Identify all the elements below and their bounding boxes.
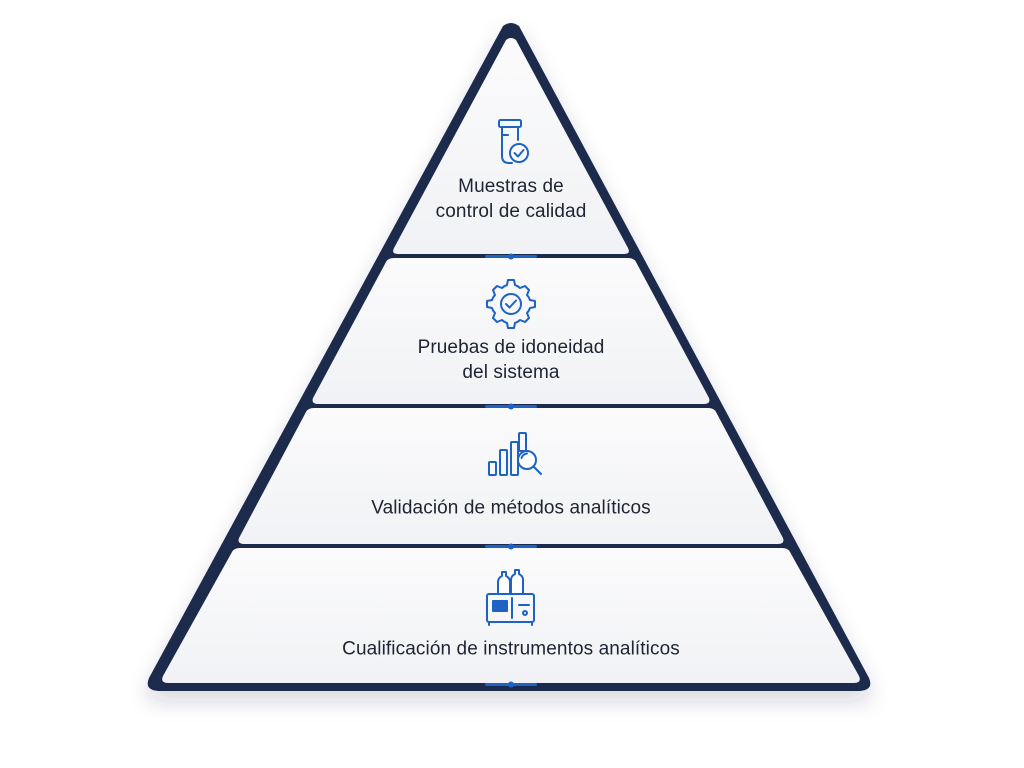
chart-magnifier-icon bbox=[488, 432, 542, 476]
lab-instrument-icon bbox=[486, 569, 535, 626]
tier-2-label: Pruebas de idoneidad del sistema bbox=[418, 335, 605, 385]
gear-check-icon bbox=[486, 279, 536, 329]
tier-1-label-line-2: control de calidad bbox=[435, 201, 587, 222]
tier-2-label-line-2: del sistema bbox=[462, 362, 560, 383]
tier-3-label: Validación de métodos analíticos bbox=[371, 496, 651, 521]
tier-1-label: Muestras de control de calidad bbox=[436, 174, 587, 224]
tier-1-panel bbox=[393, 38, 629, 254]
tier-connectors bbox=[485, 253, 537, 688]
tier-4-label: Cualificación de instrumentos analíticos bbox=[342, 637, 680, 662]
tier-3-panel bbox=[238, 408, 784, 544]
tier-2-panel bbox=[312, 258, 710, 404]
test-tube-check-icon bbox=[498, 119, 529, 164]
tier-4-label-line-1: Cualificación de instrumentos analíticos bbox=[342, 638, 680, 660]
tier-1-label-line-1: Muestras de bbox=[458, 176, 564, 197]
tier-3-label-line-1: Validación de métodos analíticos bbox=[371, 497, 651, 519]
tier-2-label-line-1: Pruebas de idoneidad bbox=[417, 337, 605, 358]
